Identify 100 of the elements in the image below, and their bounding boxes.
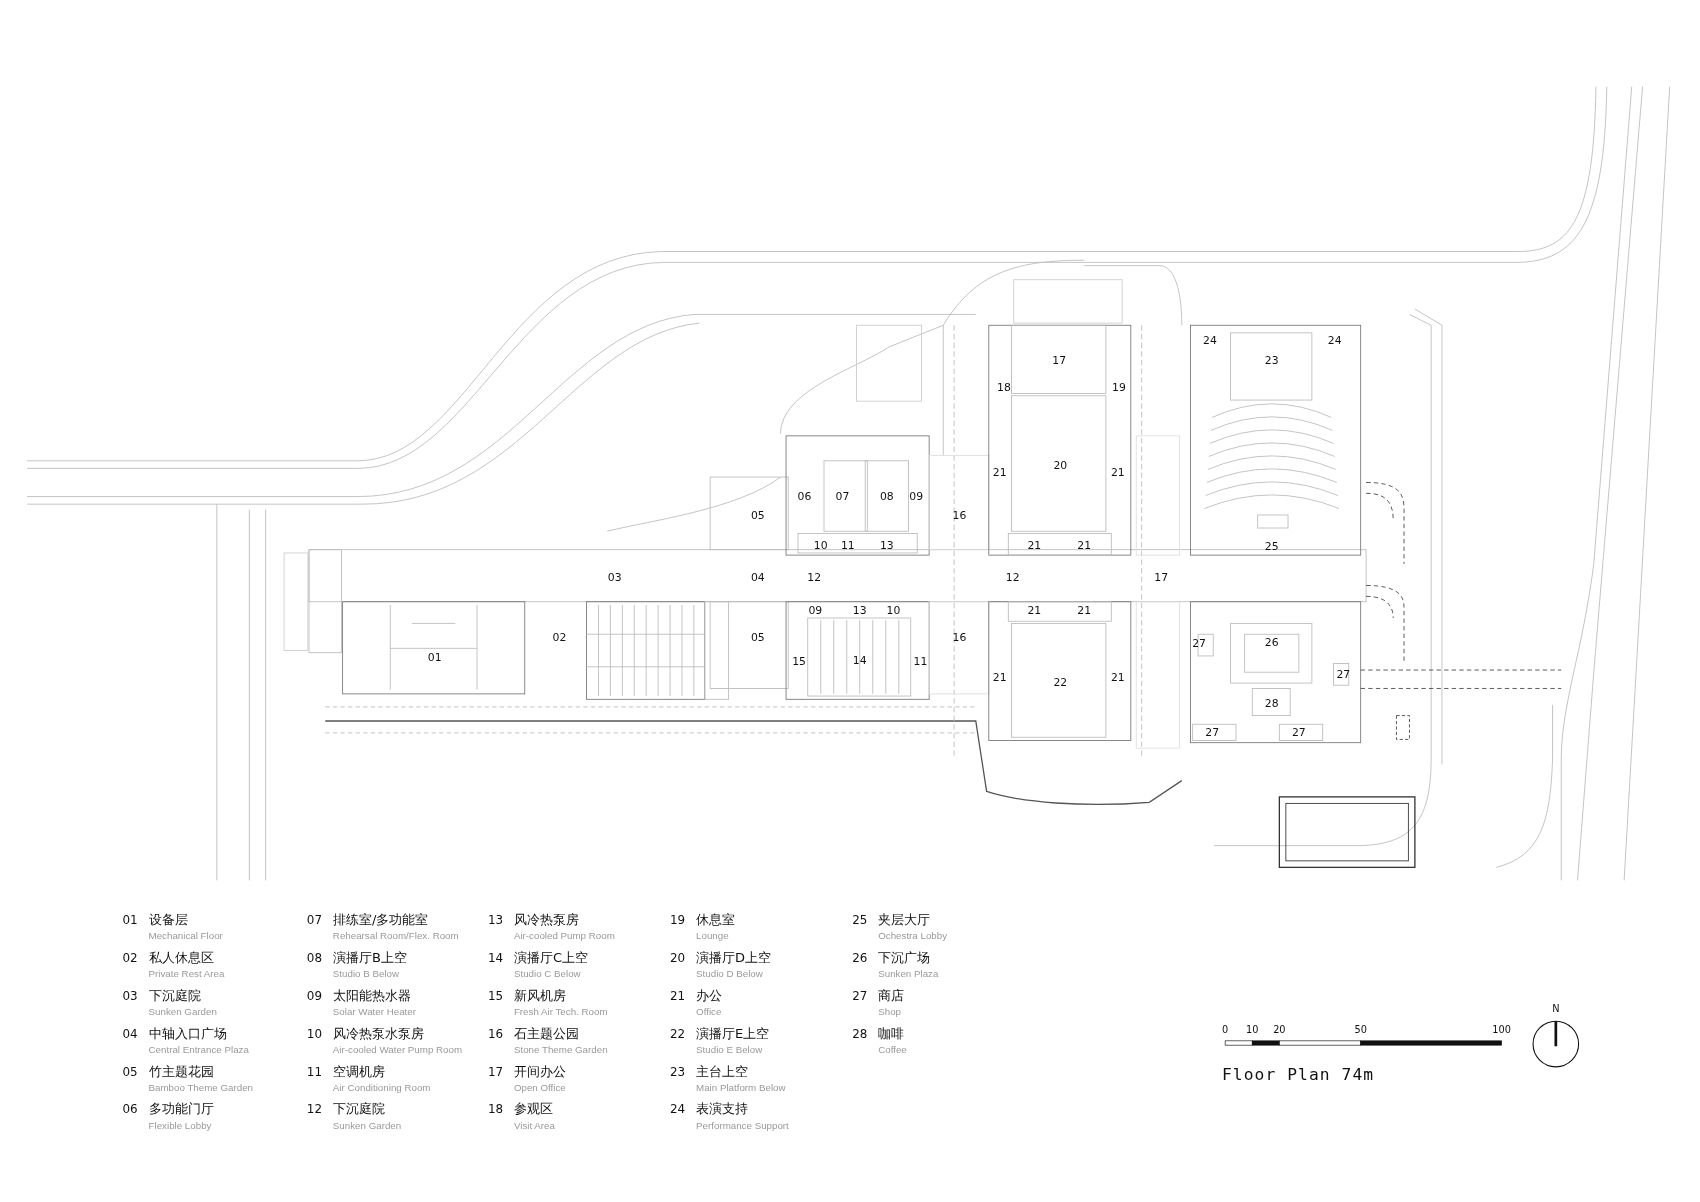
legend-name: 办公 xyxy=(696,988,723,1002)
room-number: 27 xyxy=(1336,668,1351,680)
legend-name: 开间办公 xyxy=(513,1064,566,1078)
room-number: 21 xyxy=(1077,539,1092,551)
scale-label: 20 xyxy=(1273,1025,1286,1036)
room-number: 20 xyxy=(1053,460,1068,472)
room-number: 06 xyxy=(797,491,812,502)
scale-label: 100 xyxy=(1492,1025,1511,1036)
room-number: 11 xyxy=(913,655,928,667)
legend-name: 多功能门厅 xyxy=(148,1102,214,1116)
room-number: 01 xyxy=(427,652,442,664)
room-number: 09 xyxy=(909,491,924,502)
room-number: 05 xyxy=(750,632,765,643)
room-number: 13 xyxy=(879,539,894,551)
legend-name-translation: Central Entrance Plaza xyxy=(148,1045,249,1055)
legend-name-translation: Sunken Garden xyxy=(148,1007,217,1017)
room-number: 16 xyxy=(952,632,967,643)
legend-name-translation: Office xyxy=(696,1007,722,1017)
legend-name: 风冷热泵房 xyxy=(513,912,579,926)
legend-number: 09 xyxy=(306,989,322,1002)
legend-name-translation: Solar Water Heater xyxy=(332,1007,416,1017)
room-number: 24 xyxy=(1203,335,1217,346)
room-number: 26 xyxy=(1264,637,1279,649)
legend-name-translation: Sunken Plaza xyxy=(878,969,939,980)
room-number: 18 xyxy=(997,382,1011,394)
legend-name: 演播厅E上空 xyxy=(696,1026,770,1040)
room-number: 02 xyxy=(552,632,567,643)
room-number: 14 xyxy=(852,654,867,666)
legend-number: 18 xyxy=(487,1103,504,1116)
room-number: 21 xyxy=(992,672,1007,684)
room-number: 23 xyxy=(1264,355,1279,367)
room-number: 22 xyxy=(1053,677,1068,689)
legend-number: 15 xyxy=(487,989,504,1002)
legend-number: 24 xyxy=(670,1103,686,1116)
room-number: 10 xyxy=(813,539,828,551)
room-number: 19 xyxy=(1112,382,1126,394)
room-number: 21 xyxy=(1077,605,1092,616)
legend-name: 石主题公园 xyxy=(513,1026,579,1040)
room-number: 03 xyxy=(607,572,622,584)
room-number: 21 xyxy=(1110,467,1125,479)
legend-name-translation: Sunken Garden xyxy=(332,1121,402,1131)
room-number: 27 xyxy=(1192,638,1207,650)
room-number: 21 xyxy=(1027,539,1042,551)
legend-name-translation: Air-cooled Water Pump Room xyxy=(332,1045,463,1055)
legend-number: 17 xyxy=(487,1065,504,1078)
room-number: 21 xyxy=(1110,672,1125,684)
legend-name-translation: Mechanical Floor xyxy=(148,931,223,942)
legend-name-translation: Performance Support xyxy=(696,1121,789,1131)
legend-name: 咖啡 xyxy=(878,1026,905,1040)
legend-name-translation: Private Rest Area xyxy=(148,969,225,980)
legend-number: 14 xyxy=(487,951,504,964)
legend-name-translation: Main Platform Below xyxy=(696,1083,786,1093)
legend-number: 20 xyxy=(670,951,686,964)
legend-name: 下沉庭院 xyxy=(148,988,201,1002)
legend-name-translation: Lounge xyxy=(696,931,729,942)
room-number: 15 xyxy=(792,655,806,667)
legend-name: 商店 xyxy=(878,988,905,1002)
legend-name: 主台上空 xyxy=(696,1064,749,1078)
legend-number: 02 xyxy=(122,951,138,964)
legend-name: 休息室 xyxy=(696,912,736,926)
legend-name-translation: Flexible Lobby xyxy=(148,1121,212,1131)
room-number: 24 xyxy=(1327,335,1342,346)
legend-name: 中轴入口广场 xyxy=(148,1026,227,1040)
legend-name-translation: Studio E Below xyxy=(696,1045,763,1055)
room-number: 17 xyxy=(1052,355,1067,367)
room-number: 12 xyxy=(807,572,822,584)
room-number: 11 xyxy=(840,539,855,551)
legend-number: 28 xyxy=(852,1027,868,1040)
legend-number: 26 xyxy=(852,951,868,964)
scale-label: 50 xyxy=(1354,1025,1367,1036)
legend-name: 空调机房 xyxy=(332,1064,385,1078)
room-number: 04 xyxy=(750,572,765,584)
legend-number: 03 xyxy=(122,989,138,1002)
legend-name-translation: Studio D Below xyxy=(696,969,763,980)
legend-name-translation: Air-cooled Pump Room xyxy=(513,931,615,942)
legend-name-translation: Studio B Below xyxy=(332,969,400,980)
legend-name-translation: Studio C Below xyxy=(513,969,581,980)
legend-name: 排练室/多功能室 xyxy=(332,912,429,926)
legend-name: 太阳能热水器 xyxy=(332,988,411,1002)
room-number: 28 xyxy=(1264,698,1279,710)
legend-name-translation: Fresh Air Tech. Room xyxy=(513,1007,608,1017)
legend-number: 06 xyxy=(122,1103,138,1116)
room-number: 21 xyxy=(992,467,1007,479)
legend-name: 演播厅C上空 xyxy=(513,950,589,964)
scale-label: 10 xyxy=(1246,1025,1259,1036)
room-number: 10 xyxy=(886,605,901,616)
legend-name: 私人休息区 xyxy=(148,950,214,964)
legend-number: 25 xyxy=(852,914,868,926)
legend-name: 夹层大厅 xyxy=(878,912,931,926)
room-number: 21 xyxy=(1027,605,1042,616)
legend-name-translation: Shop xyxy=(878,1007,901,1017)
legend-number: 27 xyxy=(852,989,868,1002)
legend-number: 10 xyxy=(306,1027,322,1040)
room-number: 27 xyxy=(1205,727,1220,739)
legend-name: 下沉广场 xyxy=(878,950,931,964)
legend-name-translation: Stone Theme Garden xyxy=(513,1045,608,1055)
legend-name: 演播厅B上空 xyxy=(332,950,407,964)
legend-name: 参观区 xyxy=(513,1102,553,1116)
room-number: 27 xyxy=(1291,727,1306,739)
room-number: 09 xyxy=(808,605,823,616)
